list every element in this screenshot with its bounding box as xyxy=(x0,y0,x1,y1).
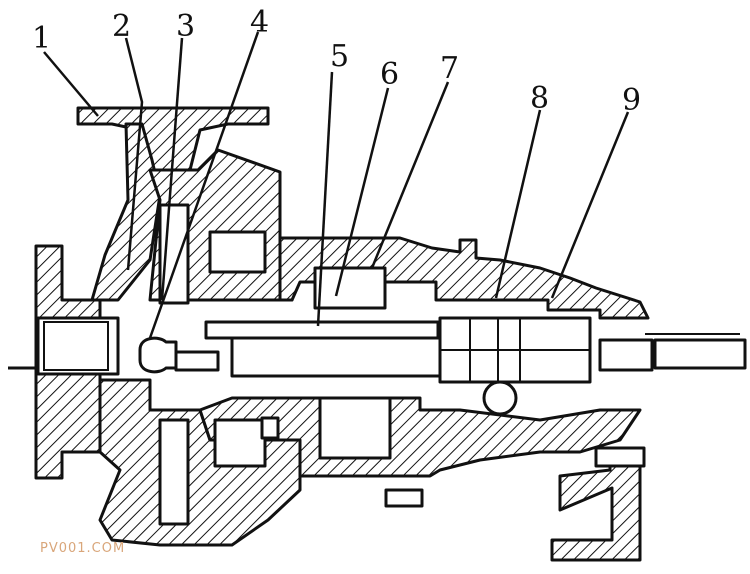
impeller-slot-upper xyxy=(158,203,190,305)
callout-8: 8 xyxy=(530,81,549,116)
watermark-text: PV001.COM xyxy=(40,541,125,556)
pump-casing xyxy=(34,106,302,547)
shaft-extension xyxy=(598,338,654,372)
discharge-neck xyxy=(90,122,162,302)
drain-plug xyxy=(384,488,424,508)
coupling-shaft-end xyxy=(653,338,747,370)
impeller-hub xyxy=(174,350,220,372)
bracket-cavity xyxy=(208,230,267,274)
callout-4: 4 xyxy=(250,5,269,40)
rear-support-bolt xyxy=(594,446,646,468)
main-shaft xyxy=(230,336,444,378)
bearing-bracket xyxy=(198,230,650,478)
impeller-nut xyxy=(138,336,178,374)
rear-support xyxy=(550,450,642,562)
volute-lower xyxy=(98,378,302,547)
bracket-window-upper xyxy=(313,266,387,310)
callout-1: 1 xyxy=(32,21,51,56)
bracket-window-lower xyxy=(318,396,392,460)
bracket-upper xyxy=(278,236,650,320)
shaft-assembly xyxy=(8,320,747,378)
bracket-window-left xyxy=(213,418,267,468)
callout-3: 3 xyxy=(176,9,195,44)
suction-inlet xyxy=(36,316,120,376)
callout-2: 2 xyxy=(112,9,131,44)
oil-drain xyxy=(482,380,518,416)
pump-supports xyxy=(260,416,646,562)
impeller-slot-lower xyxy=(158,418,190,526)
shaft-sleeve xyxy=(204,320,440,340)
callout-9: 9 xyxy=(622,83,641,118)
bearing-block xyxy=(438,316,592,416)
callout-5: 5 xyxy=(330,39,349,74)
callout-6: 6 xyxy=(380,57,399,92)
callout-7: 7 xyxy=(440,51,459,86)
bracket-lower xyxy=(198,396,642,478)
seal-gland xyxy=(260,416,280,440)
leader-lines xyxy=(43,31,630,339)
